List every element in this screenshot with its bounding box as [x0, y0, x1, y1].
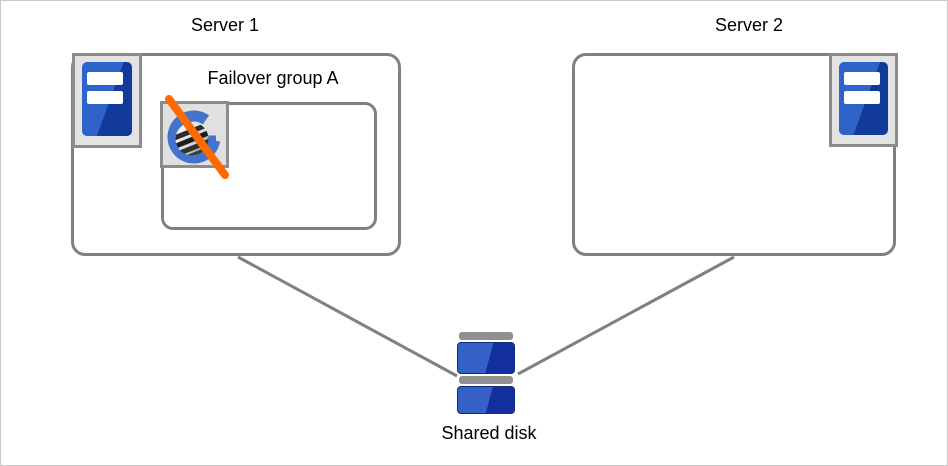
server-tower-glyph: [839, 62, 888, 135]
shared-disk-icon: [457, 332, 515, 414]
server-tower-slot: [87, 72, 123, 85]
group-stopped-icon: [160, 95, 229, 179]
connector-server2-shared-disk: [517, 255, 735, 376]
server-icon: [72, 53, 142, 148]
server-tower-glyph: [82, 62, 132, 136]
server-tower-slot: [844, 72, 880, 85]
shared-disk-label: Shared disk: [441, 423, 537, 443]
disk-platter: [457, 386, 515, 414]
server-tower-slot: [87, 91, 123, 104]
disk-cap: [459, 376, 513, 384]
disk-cap: [459, 332, 513, 340]
connector-server1-shared-disk: [237, 255, 458, 378]
group-stopped-glyph: [165, 95, 229, 179]
failover-group-label: Failover group A: [207, 68, 339, 88]
server-icon: [829, 53, 898, 147]
stopped-slash-icon: [165, 95, 229, 179]
server1-label: Server 1: [190, 15, 260, 35]
server-tower-slot: [844, 91, 880, 104]
server2-label: Server 2: [714, 15, 784, 35]
disk-platter: [457, 342, 515, 374]
